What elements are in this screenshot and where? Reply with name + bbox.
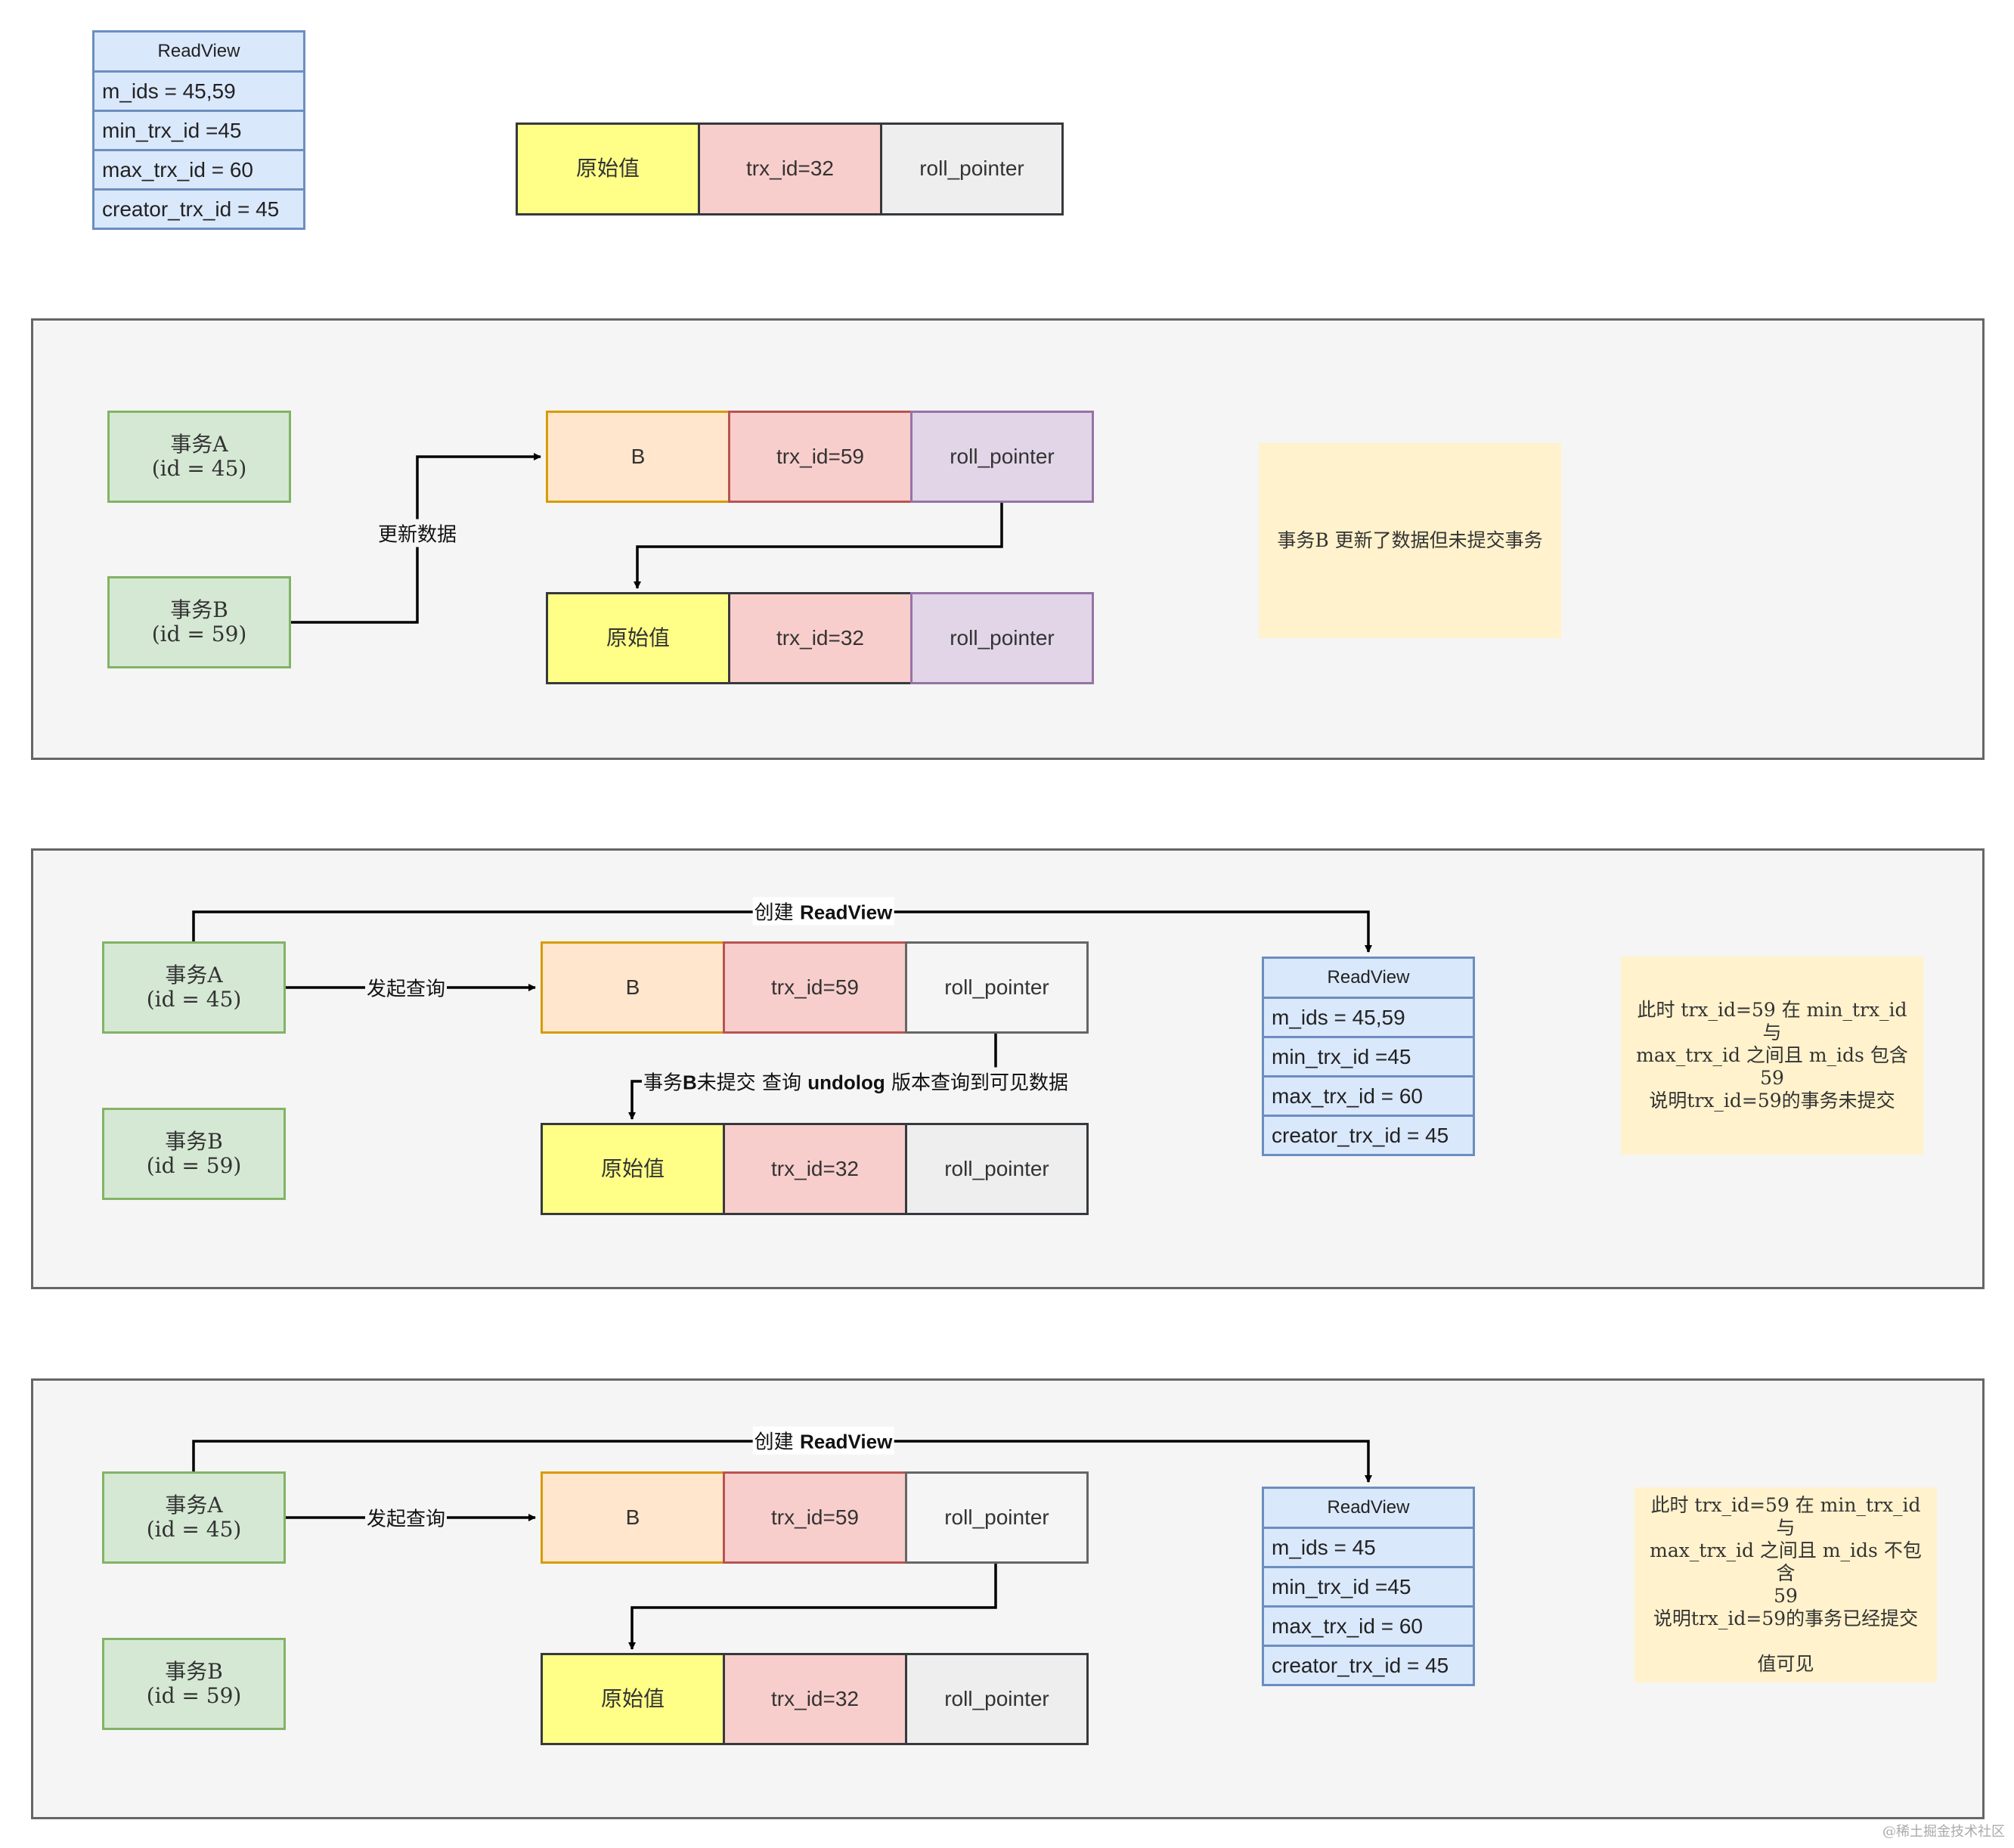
row-new-value: B [541, 1471, 725, 1564]
panel-update [31, 318, 1985, 760]
transaction-b: 事务B (id = 59) [107, 576, 291, 668]
edge-undo-pointer [628, 1564, 997, 1650]
row-old-trx-id: trx_id=32 [728, 592, 912, 684]
edge-label-query: 发起查询 [364, 1503, 448, 1532]
legend-row-roll-pointer: roll_pointer [880, 122, 1064, 215]
readview-title: ReadView [1262, 957, 1475, 999]
legend-row-value: 原始值 [516, 122, 700, 215]
edge-label-query: 发起查询 [364, 973, 448, 1002]
transaction-b: 事务B (id = 59) [102, 1638, 286, 1730]
legend-readview-max: max_trx_id = 60 [92, 149, 305, 191]
row-new-value: B [541, 941, 725, 1034]
row-old-trx-id: trx_id=32 [723, 1123, 907, 1215]
readview-creator: creator_trx_id = 45 [1262, 1645, 1475, 1686]
note-uncommitted-update: 事务B 更新了数据但未提交事务 [1259, 443, 1561, 638]
watermark: @稀土掘金技术社区 [1882, 1824, 2005, 1840]
transaction-a: 事务A (id = 45) [102, 941, 286, 1034]
edge-label-update: 更新数据 [376, 519, 459, 547]
row-old-value: 原始值 [546, 592, 730, 684]
readview-min: min_trx_id =45 [1262, 1566, 1475, 1608]
readview-max: max_trx_id = 60 [1262, 1605, 1475, 1647]
row-new-roll-pointer: roll_pointer [905, 1471, 1089, 1564]
transaction-a: 事务A (id = 45) [107, 411, 291, 503]
readview-creator: creator_trx_id = 45 [1262, 1115, 1475, 1156]
readview-title: ReadView [1262, 1487, 1475, 1529]
row-old-roll-pointer: roll_pointer [905, 1653, 1089, 1745]
transaction-b: 事务B (id = 59) [102, 1108, 286, 1200]
readview-min: min_trx_id =45 [1262, 1036, 1475, 1077]
readview-max: max_trx_id = 60 [1262, 1075, 1475, 1117]
row-new-roll-pointer: roll_pointer [905, 941, 1089, 1034]
readview-mids: m_ids = 45 [1262, 1527, 1475, 1568]
row-new-roll-pointer: roll_pointer [910, 411, 1094, 503]
row-old-trx-id: trx_id=32 [723, 1653, 907, 1745]
edge-undo-pointer [634, 503, 1003, 589]
legend-readview-min: min_trx_id =45 [92, 110, 305, 151]
readview-mids: m_ids = 45,59 [1262, 997, 1475, 1038]
note-committed-visible: 此时 trx_id=59 在 min_trx_id 与 max_trx_id 之… [1634, 1487, 1937, 1682]
edge-label-create-readview: 创建 ReadView [752, 1426, 894, 1455]
row-new-trx-id: trx_id=59 [723, 1471, 907, 1564]
legend-row-trx-id: trx_id=32 [698, 122, 882, 215]
legend-readview-title: ReadView [92, 30, 305, 73]
edge-label-undolog: 事务B未提交 查询 undolog 版本查询到可见数据 [641, 1067, 1071, 1096]
row-old-roll-pointer: roll_pointer [910, 592, 1094, 684]
row-new-trx-id: trx_id=59 [728, 411, 912, 503]
edge-label-create-readview: 创建 ReadView [752, 897, 894, 926]
row-new-value: B [546, 411, 730, 503]
row-new-trx-id: trx_id=59 [723, 941, 907, 1034]
transaction-a: 事务A (id = 45) [102, 1471, 286, 1564]
row-old-value: 原始值 [541, 1123, 725, 1215]
legend-readview-creator: creator_trx_id = 45 [92, 188, 305, 230]
note-not-committed: 此时 trx_id=59 在 min_trx_id 与 max_trx_id 之… [1621, 957, 1923, 1155]
row-old-roll-pointer: roll_pointer [905, 1123, 1089, 1215]
